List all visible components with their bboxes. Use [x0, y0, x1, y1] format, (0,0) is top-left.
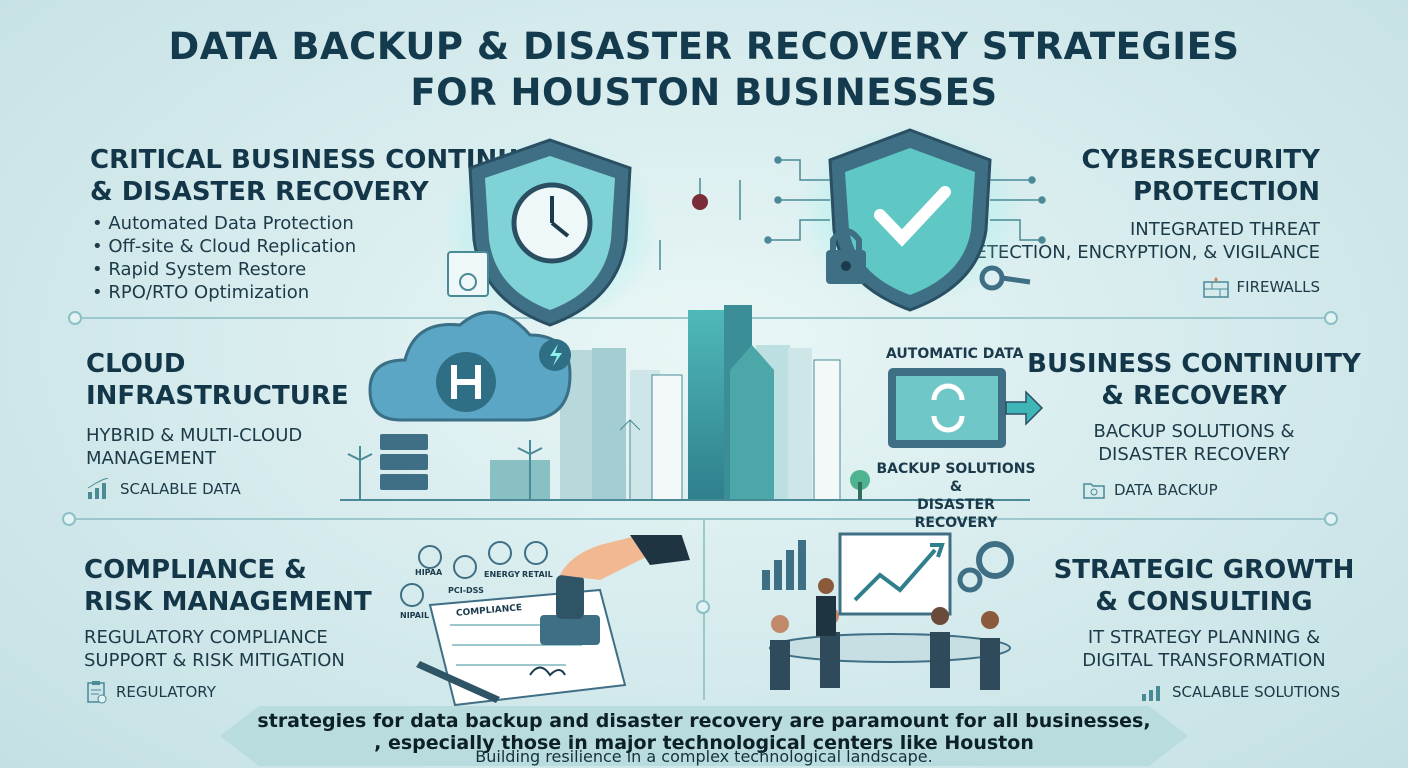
- center-backup-label: BACKUP SOLUTIONS & DISASTER RECOVERY: [876, 460, 1036, 532]
- center-backup-label-1: BACKUP SOLUTIONS &: [876, 461, 1036, 495]
- cloud-tag-label: SCALABLE DATA: [120, 480, 241, 498]
- recovery-heading-2: & RECOVERY: [1101, 381, 1287, 411]
- cyber-tag-label: FIREWALLS: [1236, 278, 1320, 296]
- divider-dot: [1324, 311, 1338, 325]
- padlock-icon: [826, 228, 866, 284]
- recovery-heading-1: BUSINESS CONTINUITY: [1027, 349, 1361, 379]
- title-line-1: DATA BACKUP & DISASTER RECOVERY STRATEGI…: [168, 25, 1240, 68]
- divider-dot: [1324, 512, 1338, 526]
- footer-band: [220, 706, 1188, 766]
- cyber-section: CYBERSECURITY PROTECTION INTEGRATED THRE…: [900, 144, 1320, 264]
- cyber-heading-1: CYBERSECURITY: [1081, 145, 1320, 175]
- badge-nipail: NIPAIL: [400, 611, 430, 620]
- center-illustration: [340, 125, 1046, 501]
- cyber-sub-2: DETECTION, ENCRYPTION, & VIGILANCE: [961, 242, 1320, 263]
- growth-tag: SCALABLE SOLUTIONS: [1140, 682, 1340, 702]
- title-line-2: FOR HOUSTON BUSINESSES: [410, 71, 998, 114]
- growth-section: STRATEGIC GROWTH & CONSULTING IT STRATEG…: [1044, 554, 1364, 672]
- cloud-sub-2: MANAGEMENT: [86, 448, 216, 469]
- pen-icon: [416, 661, 500, 703]
- growth-heading-2: & CONSULTING: [1095, 587, 1313, 617]
- city-skyline: [340, 305, 1030, 501]
- key-icon: [979, 265, 1031, 291]
- presentation-board-icon: [838, 532, 952, 616]
- recovery-section: BUSINESS CONTINUITY & RECOVERY BACKUP SO…: [1024, 348, 1364, 466]
- cloud-tag: SCALABLE DATA: [86, 478, 241, 500]
- nipail-badge-icon: [400, 583, 424, 607]
- divider-middle: [76, 518, 1328, 520]
- cyber-sub-1: INTEGRATED THREAT: [1129, 219, 1320, 240]
- divider-dot: [696, 600, 710, 614]
- growth-chart-icon: [1142, 686, 1160, 701]
- compliance-document-icon: [428, 588, 627, 707]
- growth-sub-2: DIGITAL TRANSFORMATION: [1082, 650, 1326, 671]
- growth-sub-1: IT STRATEGY PLANNING &: [1087, 627, 1321, 648]
- continuity-heading-2: & DISASTER RECOVERY: [90, 177, 429, 207]
- folder-icon: [1083, 483, 1105, 499]
- cloud-heading-2: INFRASTRUCTURE: [86, 381, 349, 411]
- cloud-section: CLOUD INFRASTRUCTURE HYBRID & MULTI-CLOU…: [86, 348, 386, 470]
- divider-dot: [68, 311, 82, 325]
- wind-turbine-icon: [347, 440, 543, 500]
- continuity-bullet: Off-site & Cloud Replication: [92, 235, 570, 258]
- cloud-icon: [368, 310, 572, 422]
- pci-dss-badge-icon: [453, 555, 477, 579]
- compliance-sub-2: SUPPORT & RISK MITIGATION: [84, 650, 345, 671]
- footer-line-3: Building resilience in a complex technol…: [475, 747, 933, 766]
- compliance-heading-2: RISK MANAGEMENT: [84, 587, 372, 617]
- continuity-bullets: Automated Data Protection Off-site & Clo…: [92, 212, 570, 304]
- check-shield-icon: [795, 125, 1025, 312]
- page-title: DATA BACKUP & DISASTER RECOVERY STRATEGI…: [0, 24, 1408, 116]
- continuity-section: CRITICAL BUSINESS CONTINUITY & DISASTER …: [90, 144, 570, 304]
- growth-tag-label: SCALABLE SOLUTIONS: [1172, 683, 1341, 701]
- meeting-table: [769, 578, 1011, 690]
- footer-line-1: strategies for data backup and disaster …: [257, 710, 1151, 732]
- cyber-heading-2: PROTECTION: [1132, 177, 1320, 207]
- energy-badge-icon: [488, 541, 512, 565]
- badge-energy: ENERGY: [484, 570, 520, 579]
- badge-pci-dss: PCI-DSS: [448, 586, 484, 595]
- compliance-sub-1: REGULATORY COMPLIANCE: [84, 627, 328, 648]
- retail-badge-icon: [524, 541, 548, 565]
- compliance-tag: REGULATORY: [86, 680, 216, 704]
- hipaa-badge-icon: [418, 545, 442, 569]
- clock-shield-icon: [440, 135, 660, 327]
- backup-monitor-icon: [888, 368, 1044, 448]
- auto-data-label: AUTOMATIC DATA: [886, 346, 1024, 362]
- cyber-tag: FIREWALLS: [1202, 276, 1320, 298]
- gear-icon: [957, 541, 1014, 593]
- continuity-bullet: Automated Data Protection: [92, 212, 570, 235]
- server-rack-icon: [380, 434, 428, 490]
- circuit-lines: [659, 156, 1046, 270]
- divider-dot: [62, 512, 76, 526]
- node-icon: [692, 194, 708, 210]
- stamp-icon: [540, 535, 690, 645]
- sync-folder-icon: [447, 251, 489, 297]
- recovery-tag-label: DATA BACKUP: [1114, 481, 1218, 499]
- footer-text: strategies for data backup and disaster …: [0, 710, 1408, 754]
- firewall-icon: [1202, 277, 1229, 298]
- bar-chart-icon: [762, 540, 806, 590]
- compliance-section: COMPLIANCE & RISK MANAGEMENT REGULATORY …: [84, 554, 414, 672]
- badge-hipaa: HIPAA: [415, 568, 443, 577]
- recovery-sub-1: BACKUP SOLUTIONS &: [1093, 421, 1295, 442]
- cloud-sub-1: HYBRID & MULTI-CLOUD: [86, 425, 303, 446]
- recovery-sub-2: DISASTER RECOVERY: [1098, 444, 1290, 465]
- recovery-tag: DATA BACKUP: [1082, 480, 1218, 500]
- compliance-tag-label: REGULATORY: [116, 683, 216, 701]
- compliance-heading-1: COMPLIANCE &: [84, 555, 307, 585]
- badge-retail: RETAIL: [522, 570, 553, 579]
- bar-chart-icon: [87, 478, 109, 499]
- clipboard-icon: [87, 681, 107, 704]
- cloud-heading-1: CLOUD: [86, 349, 186, 379]
- footer-line-2: , especially those in major technologica…: [374, 732, 1034, 754]
- center-backup-label-2: DISASTER RECOVERY: [914, 497, 998, 531]
- growth-heading-1: STRATEGIC GROWTH: [1053, 555, 1355, 585]
- meeting-illustration: [762, 532, 1014, 690]
- continuity-bullet: RPO/RTO Optimization: [92, 281, 570, 304]
- compliance-illustration: [400, 535, 690, 707]
- continuity-bullet: Rapid System Restore: [92, 258, 570, 281]
